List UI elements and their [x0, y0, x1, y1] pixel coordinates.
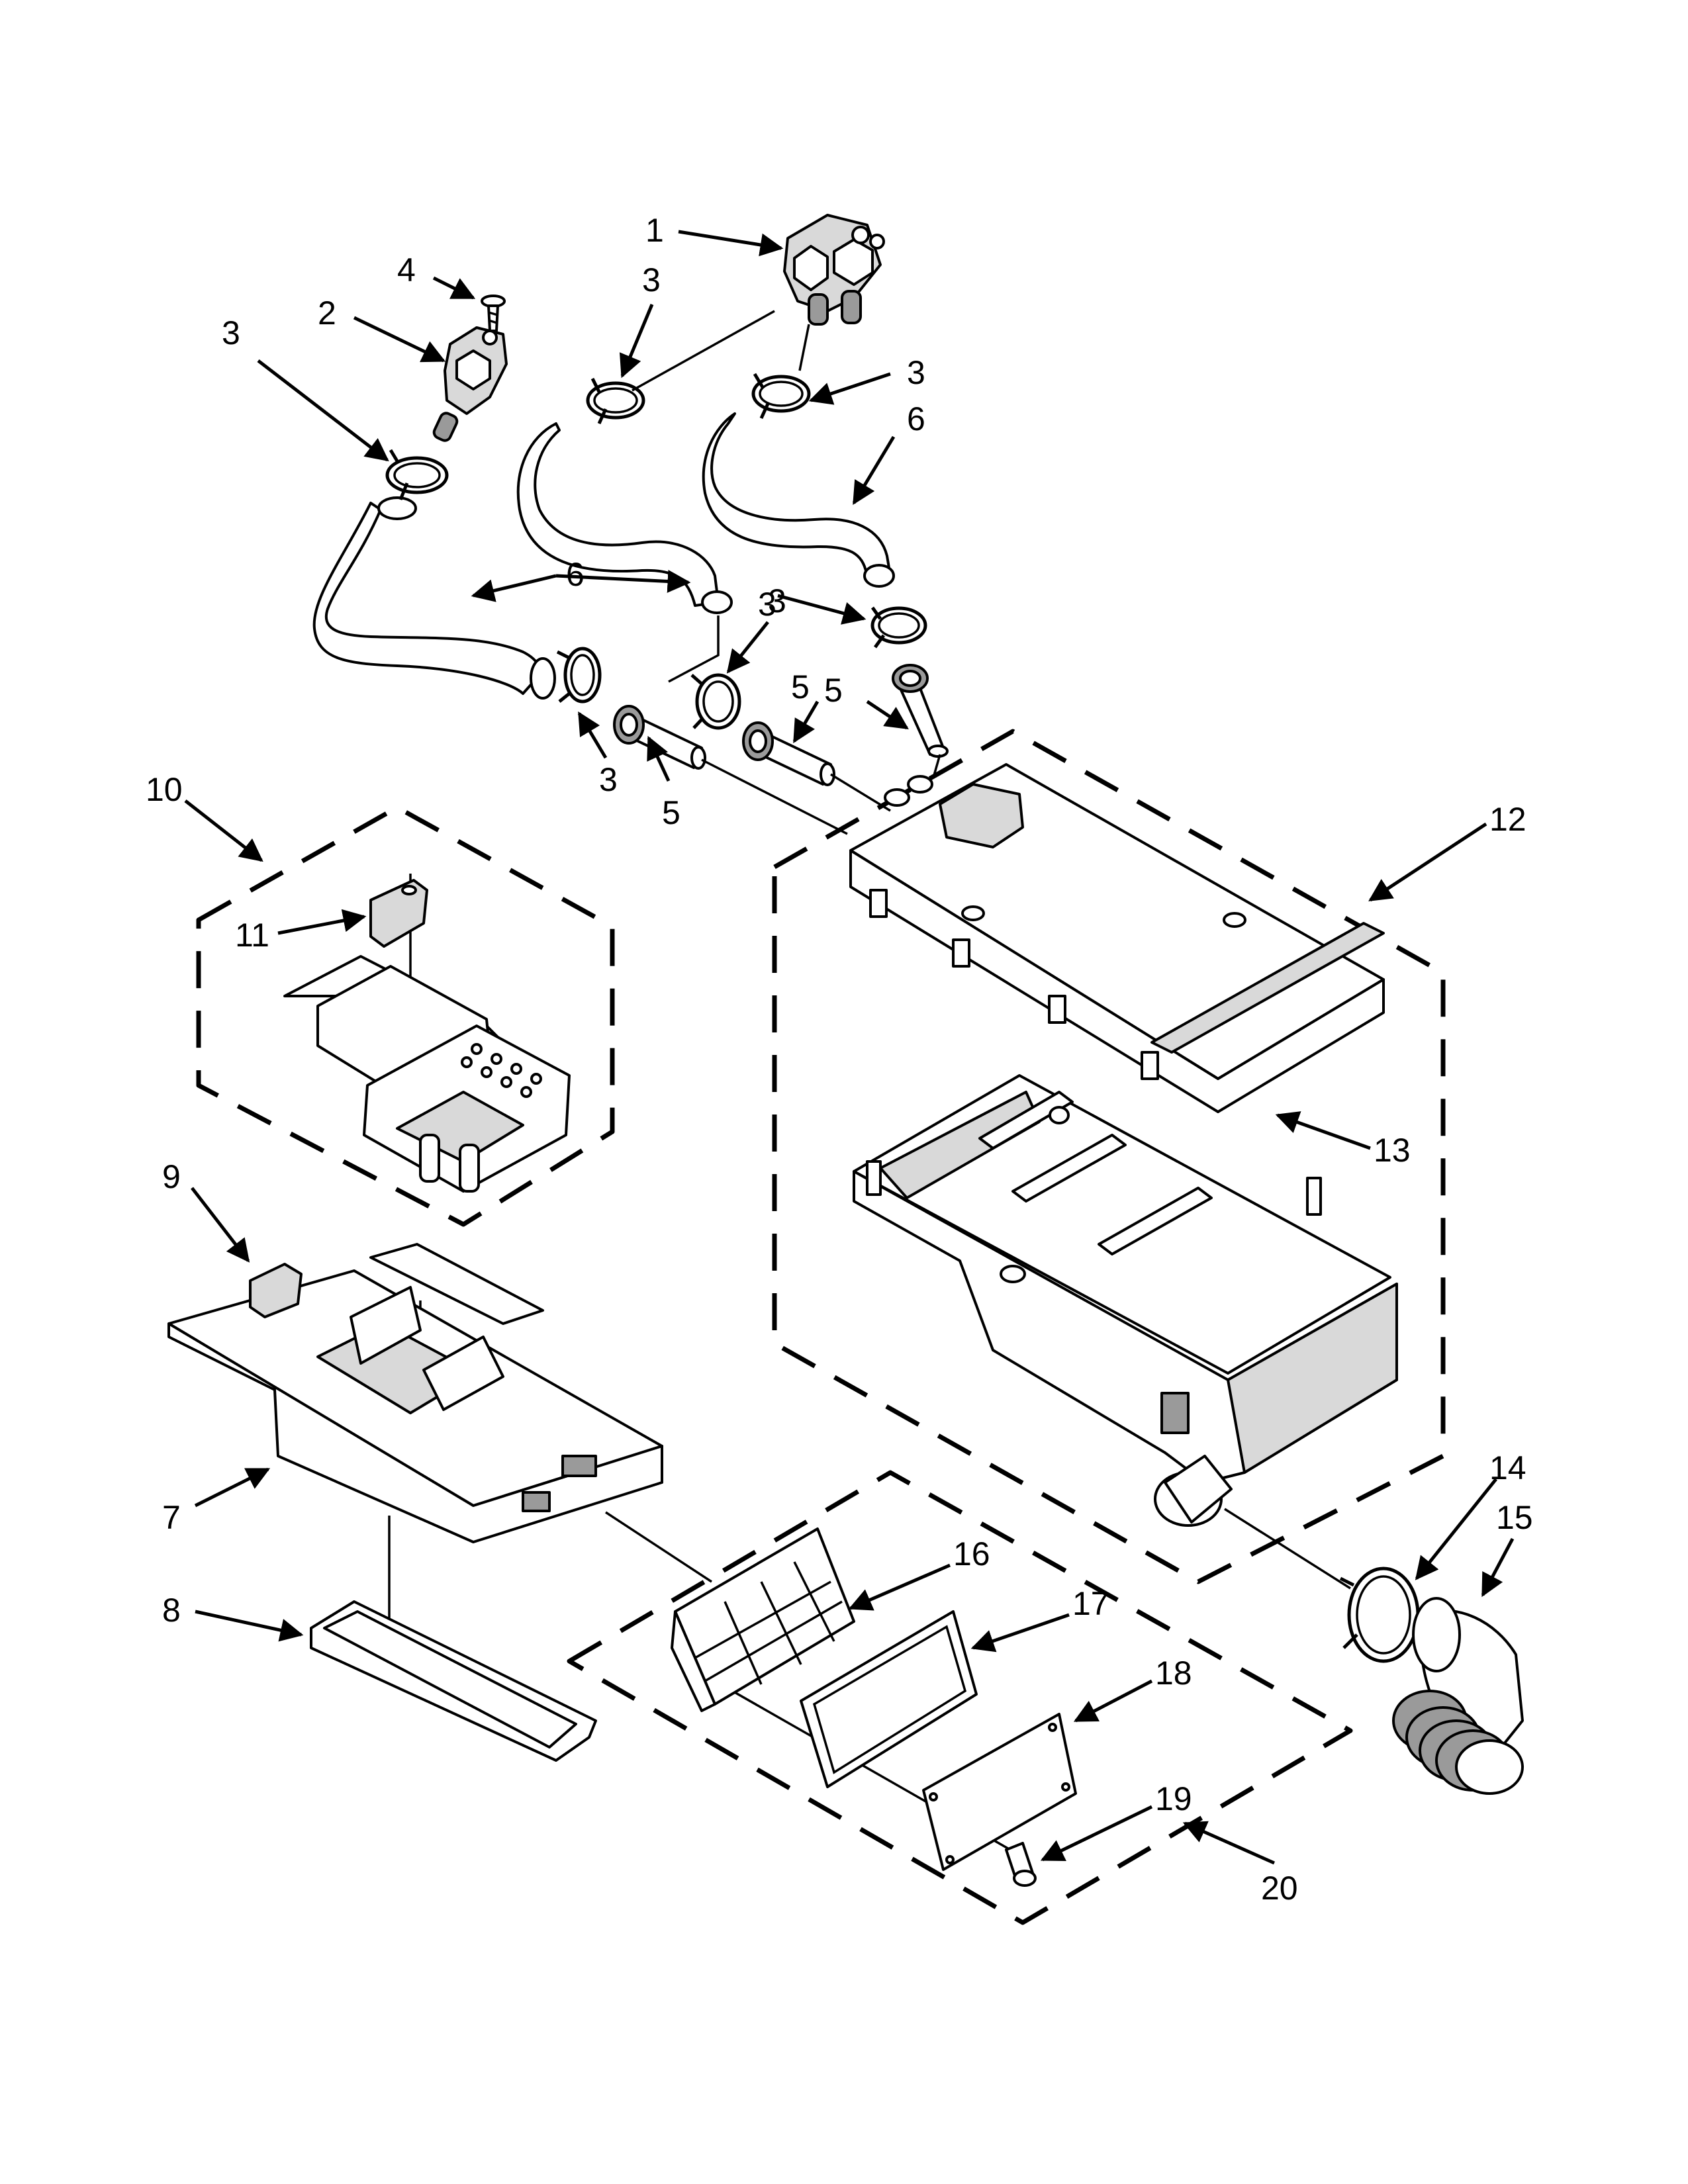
callout-labels: 1 4 3 2 3 3 6 6 3 5 3 5 5 3 10 11 12 13 … — [146, 212, 1533, 1907]
callout-16: 16 — [953, 1535, 990, 1572]
callout-8: 8 — [162, 1592, 181, 1629]
screw-small — [1005, 1842, 1037, 1887]
callout-15: 15 — [1496, 1499, 1533, 1536]
callout-14: 14 — [1489, 1449, 1526, 1486]
dispenser-drawer — [167, 1243, 663, 1543]
inlet-hose-middle — [516, 422, 733, 614]
callout-7: 7 — [162, 1499, 181, 1536]
hose-clamp-c — [751, 373, 811, 420]
hose-clamp-b — [586, 377, 645, 425]
callout-19: 19 — [1155, 1780, 1192, 1817]
group-outline-10 — [196, 805, 615, 1227]
callout-12: 12 — [1489, 801, 1526, 838]
hose-clamp-d — [556, 647, 602, 704]
hose-clamp-a — [385, 449, 449, 500]
callout-20: 20 — [1261, 1870, 1298, 1907]
callout-3-top-right: 3 — [907, 354, 925, 391]
vent-gasket — [800, 1610, 978, 1788]
callout-6-right: 6 — [907, 400, 925, 437]
hose-clamp-e — [690, 673, 741, 730]
cup-lid — [369, 879, 428, 948]
callout-3-mid: 3 — [768, 582, 786, 619]
vent-cover — [922, 1713, 1077, 1871]
vent-grille — [671, 1527, 855, 1712]
leader-arrows — [184, 230, 1515, 1865]
hose-clamp-large — [1339, 1567, 1420, 1663]
inlet-valve-dual — [783, 214, 885, 326]
callout-2: 2 — [318, 295, 336, 332]
tube-connector-right — [892, 664, 949, 758]
callout-10: 10 — [146, 771, 183, 808]
callout-6-middle: 6 — [566, 556, 585, 593]
group-outline-12 — [772, 729, 1446, 1584]
callout-3-lower: 3 — [599, 761, 618, 798]
vent-bellows — [1392, 1597, 1524, 1795]
callout-13: 13 — [1374, 1132, 1411, 1169]
callout-5-right: 5 — [824, 672, 843, 709]
callout-1: 1 — [645, 212, 664, 249]
dispenser-housing — [853, 1074, 1398, 1527]
inlet-hose-right — [702, 412, 895, 588]
callout-3-left: 3 — [222, 314, 240, 351]
callout-17: 17 — [1072, 1585, 1109, 1622]
callout-3-clamp-f: 3 — [758, 586, 776, 623]
inlet-valve-single — [432, 326, 508, 442]
screw — [481, 295, 506, 332]
tube-connector-middle — [742, 721, 835, 786]
inlet-hose-left — [312, 496, 556, 700]
drawer-insert — [310, 1600, 597, 1762]
callout-18: 18 — [1155, 1655, 1192, 1692]
callout-5-lower: 5 — [662, 794, 680, 831]
housing-cover — [849, 763, 1385, 1113]
callout-11: 11 — [235, 917, 269, 954]
group-outline-20 — [567, 1470, 1353, 1925]
callout-5-mid: 5 — [791, 668, 810, 705]
hose-clamp-f — [870, 606, 927, 649]
callout-4: 4 — [397, 251, 416, 289]
callout-9: 9 — [162, 1158, 181, 1195]
callout-3-top-middle: 3 — [642, 261, 661, 298]
siphon-cap — [249, 1263, 303, 1318]
dispenser-cup-assembly — [283, 955, 571, 1193]
